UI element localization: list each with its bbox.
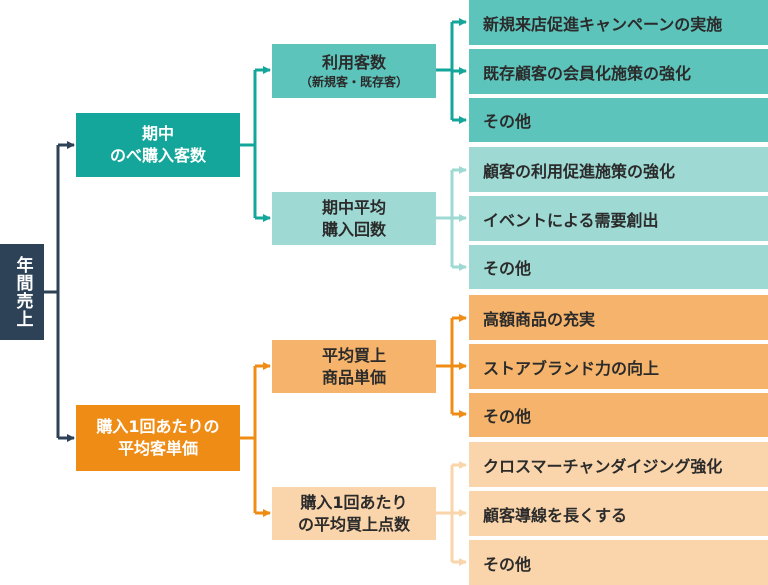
leaf-label: その他 — [483, 259, 532, 278]
node-total-customers-line1: 期中 — [141, 124, 174, 144]
node-unit-price: 平均買上 商品単価 — [272, 340, 436, 393]
leaf-label: 既存顧客の会員化施策の強化 — [483, 63, 692, 83]
leaf-event-demand: イベントによる需要創出 — [469, 196, 768, 241]
leaf-membership-strengthening: 既存顧客の会員化施策の強化 — [469, 49, 768, 94]
node-purchase-frequency-line2: 購入回数 — [321, 219, 386, 239]
leaf-label: 顧客の利用促進施策の強化 — [483, 161, 676, 181]
node-customer-count-line2: （新規客・既存客） — [299, 74, 408, 89]
leaf-label: 高額商品の充実 — [483, 309, 596, 329]
root-node-label: 年間売上 — [12, 256, 33, 328]
leaf-label: クロスマーチャンダイジング強化 — [483, 456, 723, 476]
node-unit-price-line2: 商品単価 — [321, 367, 386, 387]
leaf-store-brand: ストアブランド力の向上 — [469, 344, 768, 389]
leaf-label: イベントによる需要創出 — [483, 210, 659, 230]
node-average-spend-line1: 購入1回あたりの — [96, 417, 220, 437]
leaf-label: その他 — [483, 554, 532, 574]
leaf-label: 顧客導線を長くする — [483, 505, 628, 525]
leaf-cross-merchandising: クロスマーチャンダイジング強化 — [469, 442, 768, 487]
node-unit-price-line1: 平均買上 — [321, 345, 386, 365]
node-average-spend: 購入1回あたりの 平均客単価 — [76, 405, 240, 471]
leaf-usage-promotion: 顧客の利用促進施策の強化 — [469, 147, 768, 192]
node-items-per-purchase: 購入1回あたり の平均買上点数 — [272, 487, 436, 540]
node-customer-count: 利用客数 （新規客・既存客） — [272, 44, 436, 98]
leaf-premium-products: 高額商品の充実 — [469, 295, 768, 340]
node-customer-count-line1: 利用客数 — [321, 53, 386, 73]
node-total-customers-line2: のべ購入客数 — [109, 146, 206, 165]
leaf-label: ストアブランド力の向上 — [483, 358, 660, 378]
leaf-other: その他 — [469, 98, 768, 142]
leaf-other: その他 — [469, 393, 768, 437]
leaf-other: その他 — [469, 245, 768, 289]
root-node-annual-sales: 年間売上 — [0, 244, 44, 340]
node-items-per-purchase-line2: の平均買上点数 — [297, 514, 410, 534]
node-purchase-frequency: 期中平均 購入回数 — [272, 192, 436, 245]
leaf-other: その他 — [469, 540, 768, 585]
node-average-spend-line2: 平均客単価 — [117, 439, 198, 458]
leaf-new-visit-campaign: 新規来店促進キャンペーンの実施 — [469, 0, 768, 45]
node-total-customers: 期中 のべ購入客数 — [76, 113, 240, 177]
node-purchase-frequency-line1: 期中平均 — [321, 197, 386, 217]
leaf-longer-customer-path: 顧客導線を長くする — [469, 491, 768, 536]
leaf-label: その他 — [483, 407, 532, 426]
leaf-label: 新規来店促進キャンペーンの実施 — [483, 14, 723, 34]
node-items-per-purchase-line1: 購入1回あたり — [300, 492, 408, 512]
leaf-label: その他 — [483, 112, 532, 131]
